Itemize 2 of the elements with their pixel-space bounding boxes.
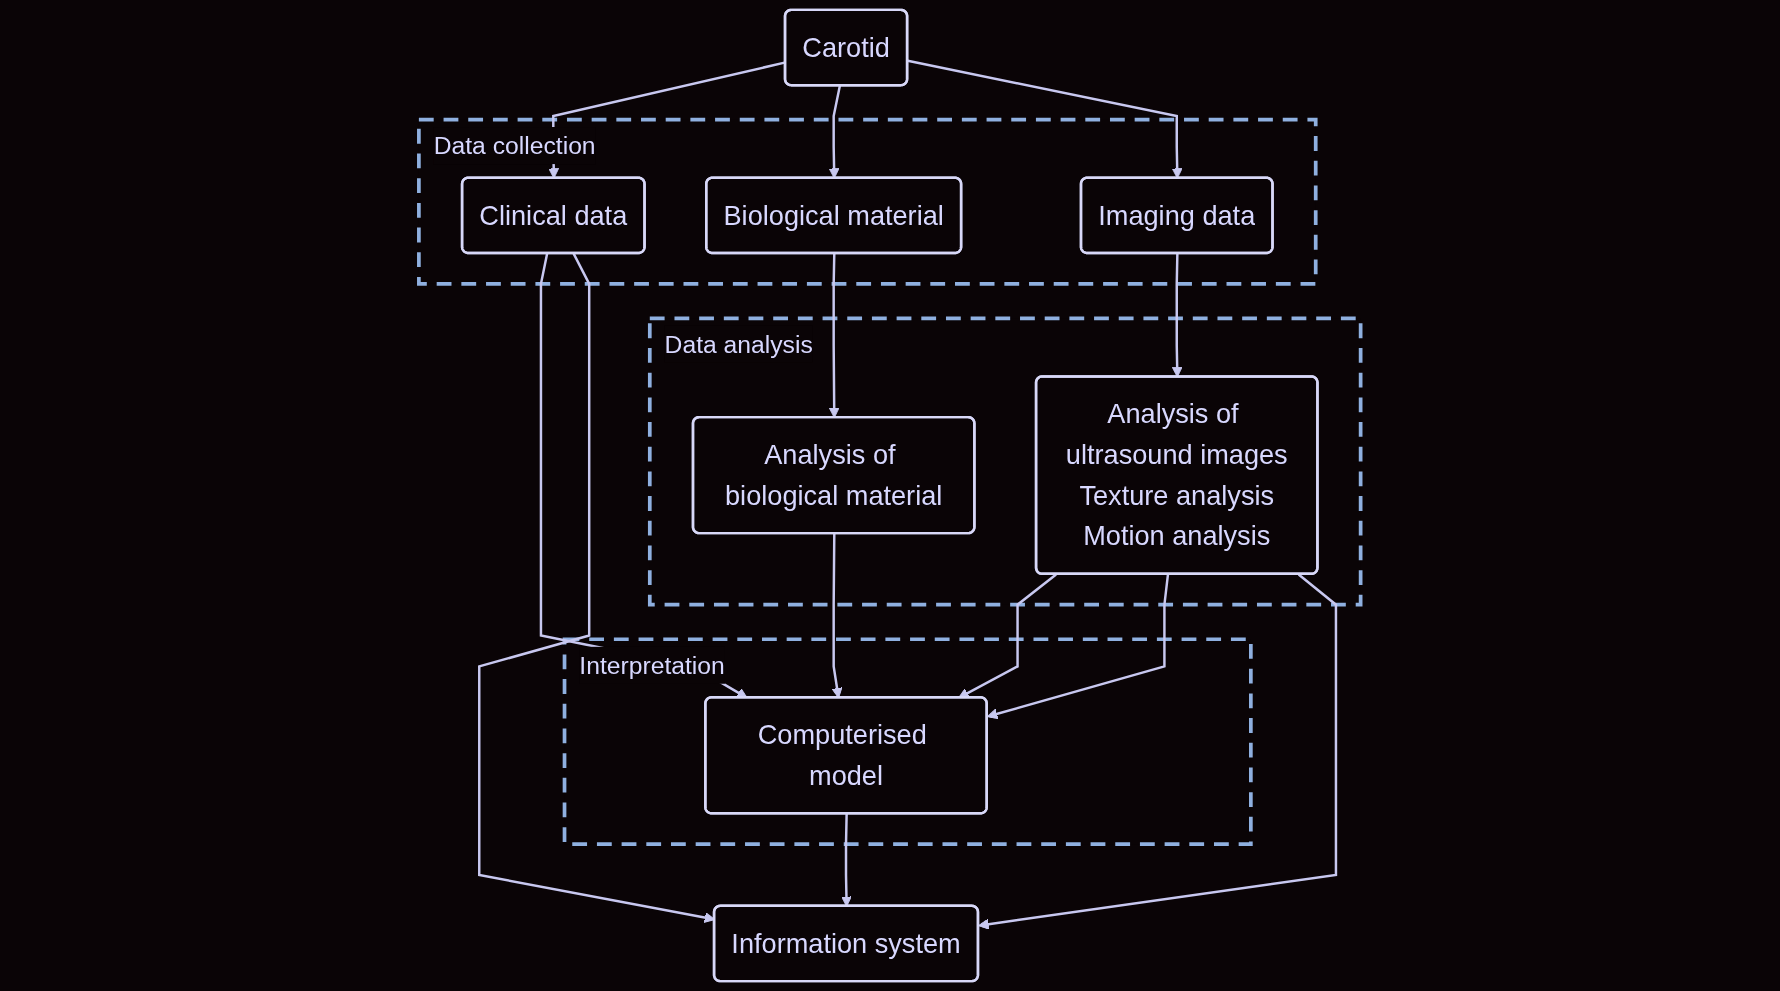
arrow — [978, 573, 1338, 930]
arrow — [987, 574, 1170, 720]
